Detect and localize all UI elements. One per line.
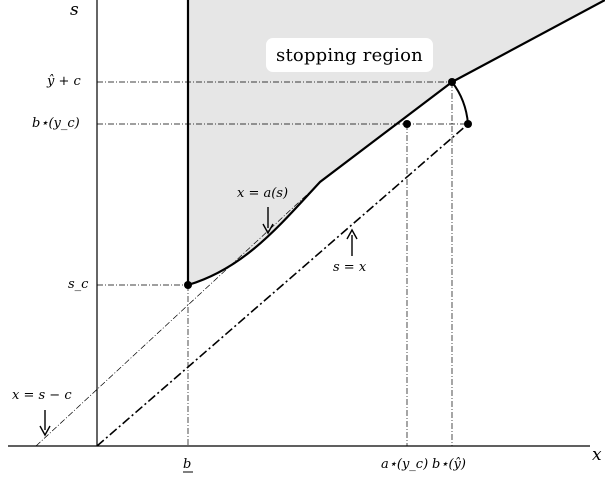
point-b-star-yc (464, 120, 472, 128)
stopping-region-label: stopping region (266, 38, 433, 72)
arrow-shifted (39, 410, 51, 437)
arrow-boundary (262, 207, 274, 235)
boundary-arc (451, 81, 469, 125)
annotation-diagonal: s = x (333, 260, 367, 275)
x-tick-b-under: b (183, 457, 192, 472)
annotation-boundary: x = a(s) (237, 186, 289, 201)
arrow-diagonal (346, 228, 358, 256)
annotation-shifted: x = s − c (12, 388, 72, 403)
boundary-curve (187, 81, 453, 287)
point-s-c (184, 281, 192, 289)
x-tick-a-star-yc: a⋆(y_c) (381, 457, 429, 472)
y-axis-label: s (70, 0, 79, 20)
x-axis-label: x (592, 445, 602, 465)
line-x-equals-s-minus-c (35, 177, 326, 447)
y-tick-y-hat-plus-c: ŷ + c (47, 74, 81, 89)
point-a-star-yc (403, 120, 411, 128)
y-tick-s-c: s_c (68, 277, 89, 292)
y-tick-b-star-yc: b⋆(y_c) (32, 116, 80, 131)
x-tick-b-star-yhat: b⋆(ŷ) (432, 457, 466, 472)
boundary-upper (451, 0, 605, 83)
point-y-hat-plus-c (448, 78, 456, 86)
line-s-equals-x (96, 123, 469, 447)
